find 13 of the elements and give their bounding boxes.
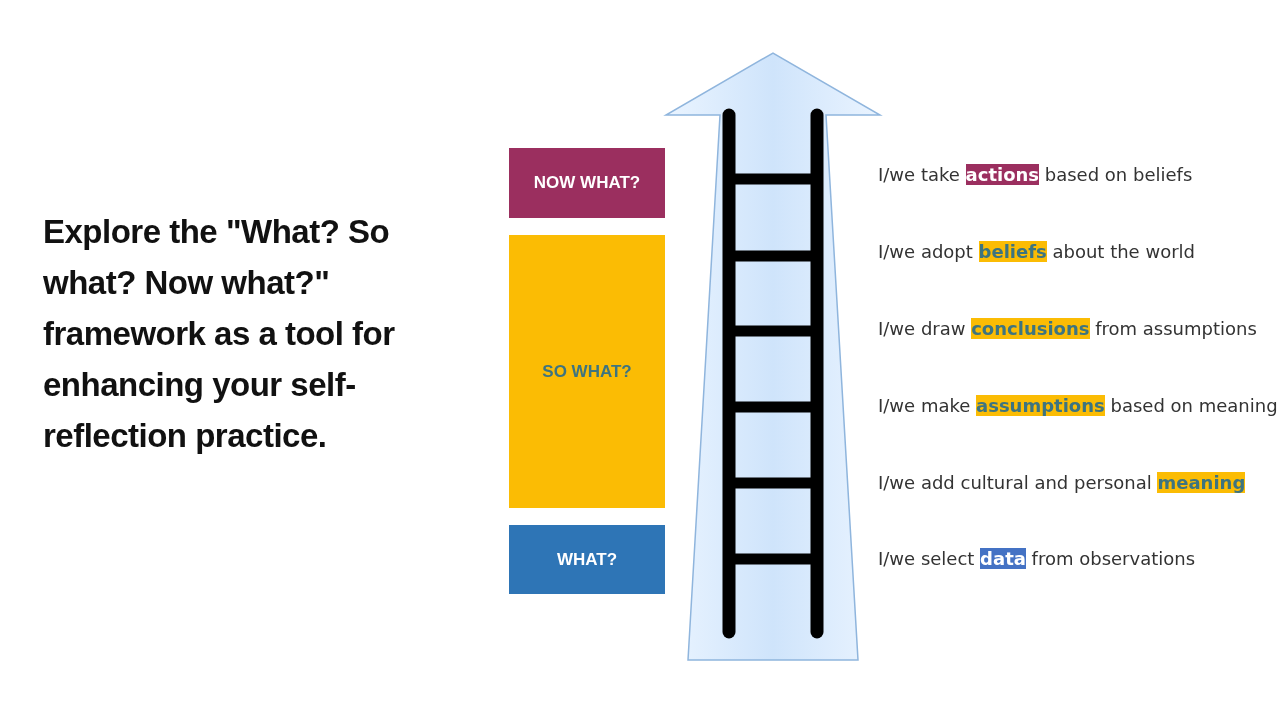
statement-text: I/we adopt beliefs about the world (878, 241, 1195, 262)
statement-text: I/we take actions based on beliefs (878, 164, 1193, 185)
statement-text: I/we select data from observations (878, 548, 1196, 569)
stage-box (509, 148, 665, 218)
statement-text: I/we draw conclusions from assumptions (878, 318, 1257, 339)
statement-text: I/we make assumptions based on meaning (878, 395, 1278, 416)
stage-label: NOW WHAT? (533, 173, 641, 193)
stage-box (509, 235, 665, 508)
stage-box (509, 525, 665, 594)
heading-text: Explore the "What? So what? Now what?" framework as a tool for enhancing your self-reflection practice. (43, 212, 396, 456)
statement-text: I/we add cultural and personal meaning (878, 472, 1246, 493)
stage-label: SO WHAT? (542, 361, 632, 382)
stage-label: WHAT? (556, 549, 618, 570)
